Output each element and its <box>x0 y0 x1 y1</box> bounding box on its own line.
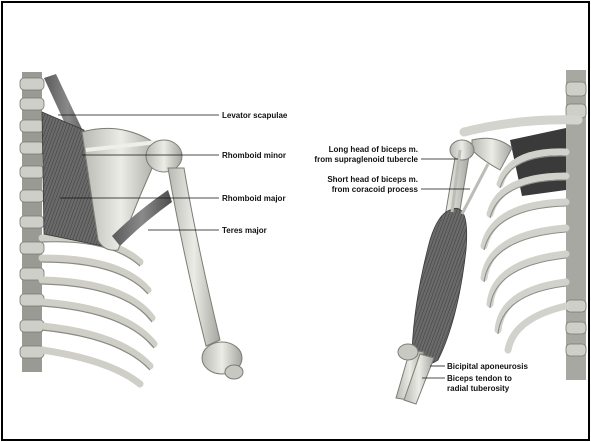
label-long-head-line2: from supraglenoid tubercle <box>314 155 418 164</box>
label-biceps-tendon-line2: radial tuberosity <box>447 384 510 393</box>
biceps-brachii-muscle <box>412 208 467 364</box>
label-levator-scapulae: Levator scapulae <box>222 111 288 120</box>
label-biceps-tendon-line1: Biceps tendon to <box>447 374 512 383</box>
posterior-shoulder-illustration <box>20 72 243 384</box>
label-short-head-line1: Short head of biceps m. <box>327 175 418 184</box>
label-short-head-line2: from coracoid process <box>332 185 419 194</box>
anterior-arm-illustration <box>396 70 586 404</box>
humerus-posterior <box>146 140 243 379</box>
ribs-posterior <box>42 238 154 384</box>
label-long-head-line1: Long head of biceps m. <box>329 145 418 154</box>
label-rhomboid-major: Rhomboid major <box>222 194 286 203</box>
label-bicipital-aponeurosis: Bicipital aponeurosis <box>447 362 528 371</box>
label-rhomboid-minor: Rhomboid minor <box>222 151 286 160</box>
label-teres-major: Teres major <box>222 226 267 235</box>
